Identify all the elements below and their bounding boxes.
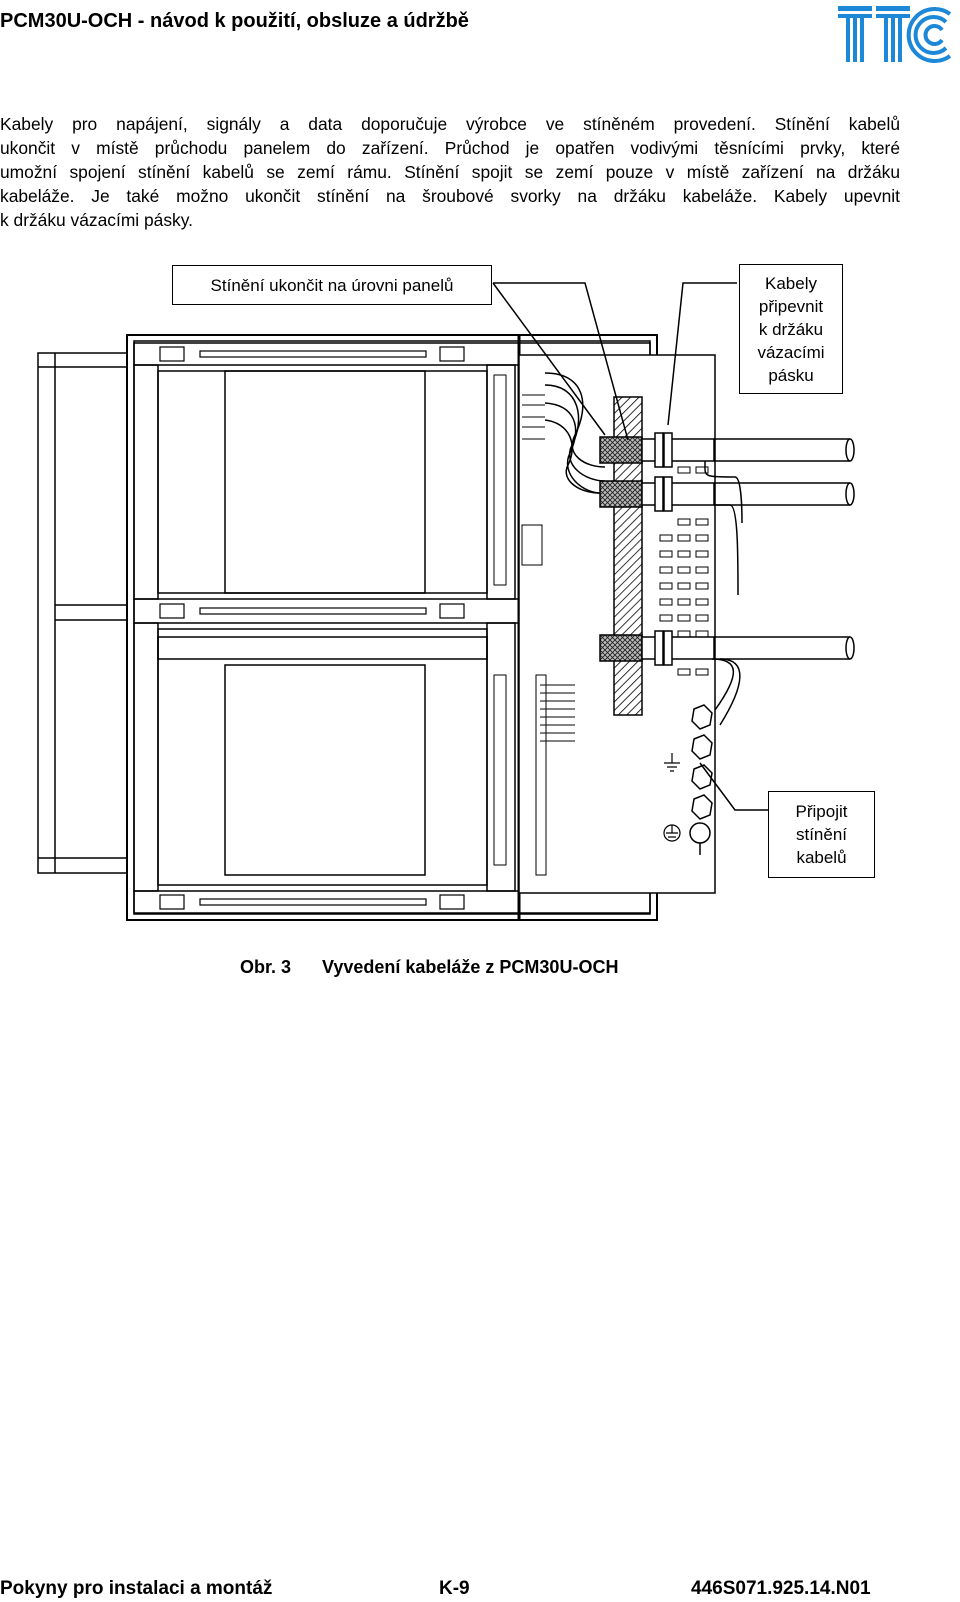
callout-line: kabelů [796, 848, 847, 867]
callout-line: pásku [768, 365, 814, 385]
body-line: ukončit v místě průchodu panelem do zaří… [0, 138, 900, 158]
callout-shield-panel: Stínění ukončit na úrovni panelů [172, 265, 492, 305]
callout-line: vázacími [757, 342, 825, 362]
callout-line: stínění [795, 825, 848, 844]
callout-connect-shield: Připojit stínění kabelů [768, 791, 875, 878]
ttc-logo [838, 6, 952, 63]
callout-line: Kabely [765, 273, 817, 293]
callout-line: k držáku [758, 319, 824, 339]
callout-tie-cables: Kabely připevnit k držáku vázacími pásku [739, 264, 843, 394]
body-line: umožní spojení stínění kabelů se zemí rá… [0, 162, 900, 182]
cabling-diagram [37, 282, 855, 921]
body-line: k držáku vázacími pásky. [0, 210, 193, 230]
callout-line: připevnit [758, 296, 824, 316]
figure-caption-text: Vyvedení kabeláže z PCM30U-OCH [322, 957, 619, 977]
footer-page-number: K-9 [439, 1578, 470, 1599]
footer-left: Pokyny pro instalaci a montáž [0, 1578, 273, 1599]
callout-line: Připojit [795, 802, 848, 821]
body-paragraph: Kabely pro napájení, signály a data dopo… [0, 112, 900, 232]
cabling-figure: Stínění ukončit na úrovni panelů Kabely … [0, 255, 960, 955]
body-line: kabeláže. Je také možno ukončit stínění … [0, 186, 900, 206]
footer-document-code: 446S071.925.14.N01 [691, 1578, 871, 1599]
document-header-title: PCM30U-OCH - návod k použití, obsluze a … [0, 10, 469, 32]
body-line: Kabely pro napájení, signály a data dopo… [0, 114, 900, 134]
callout-shield-panel-text: Stínění ukončit na úrovni panelů [210, 275, 454, 295]
figure-caption-label: Obr. 3 [240, 957, 292, 977]
